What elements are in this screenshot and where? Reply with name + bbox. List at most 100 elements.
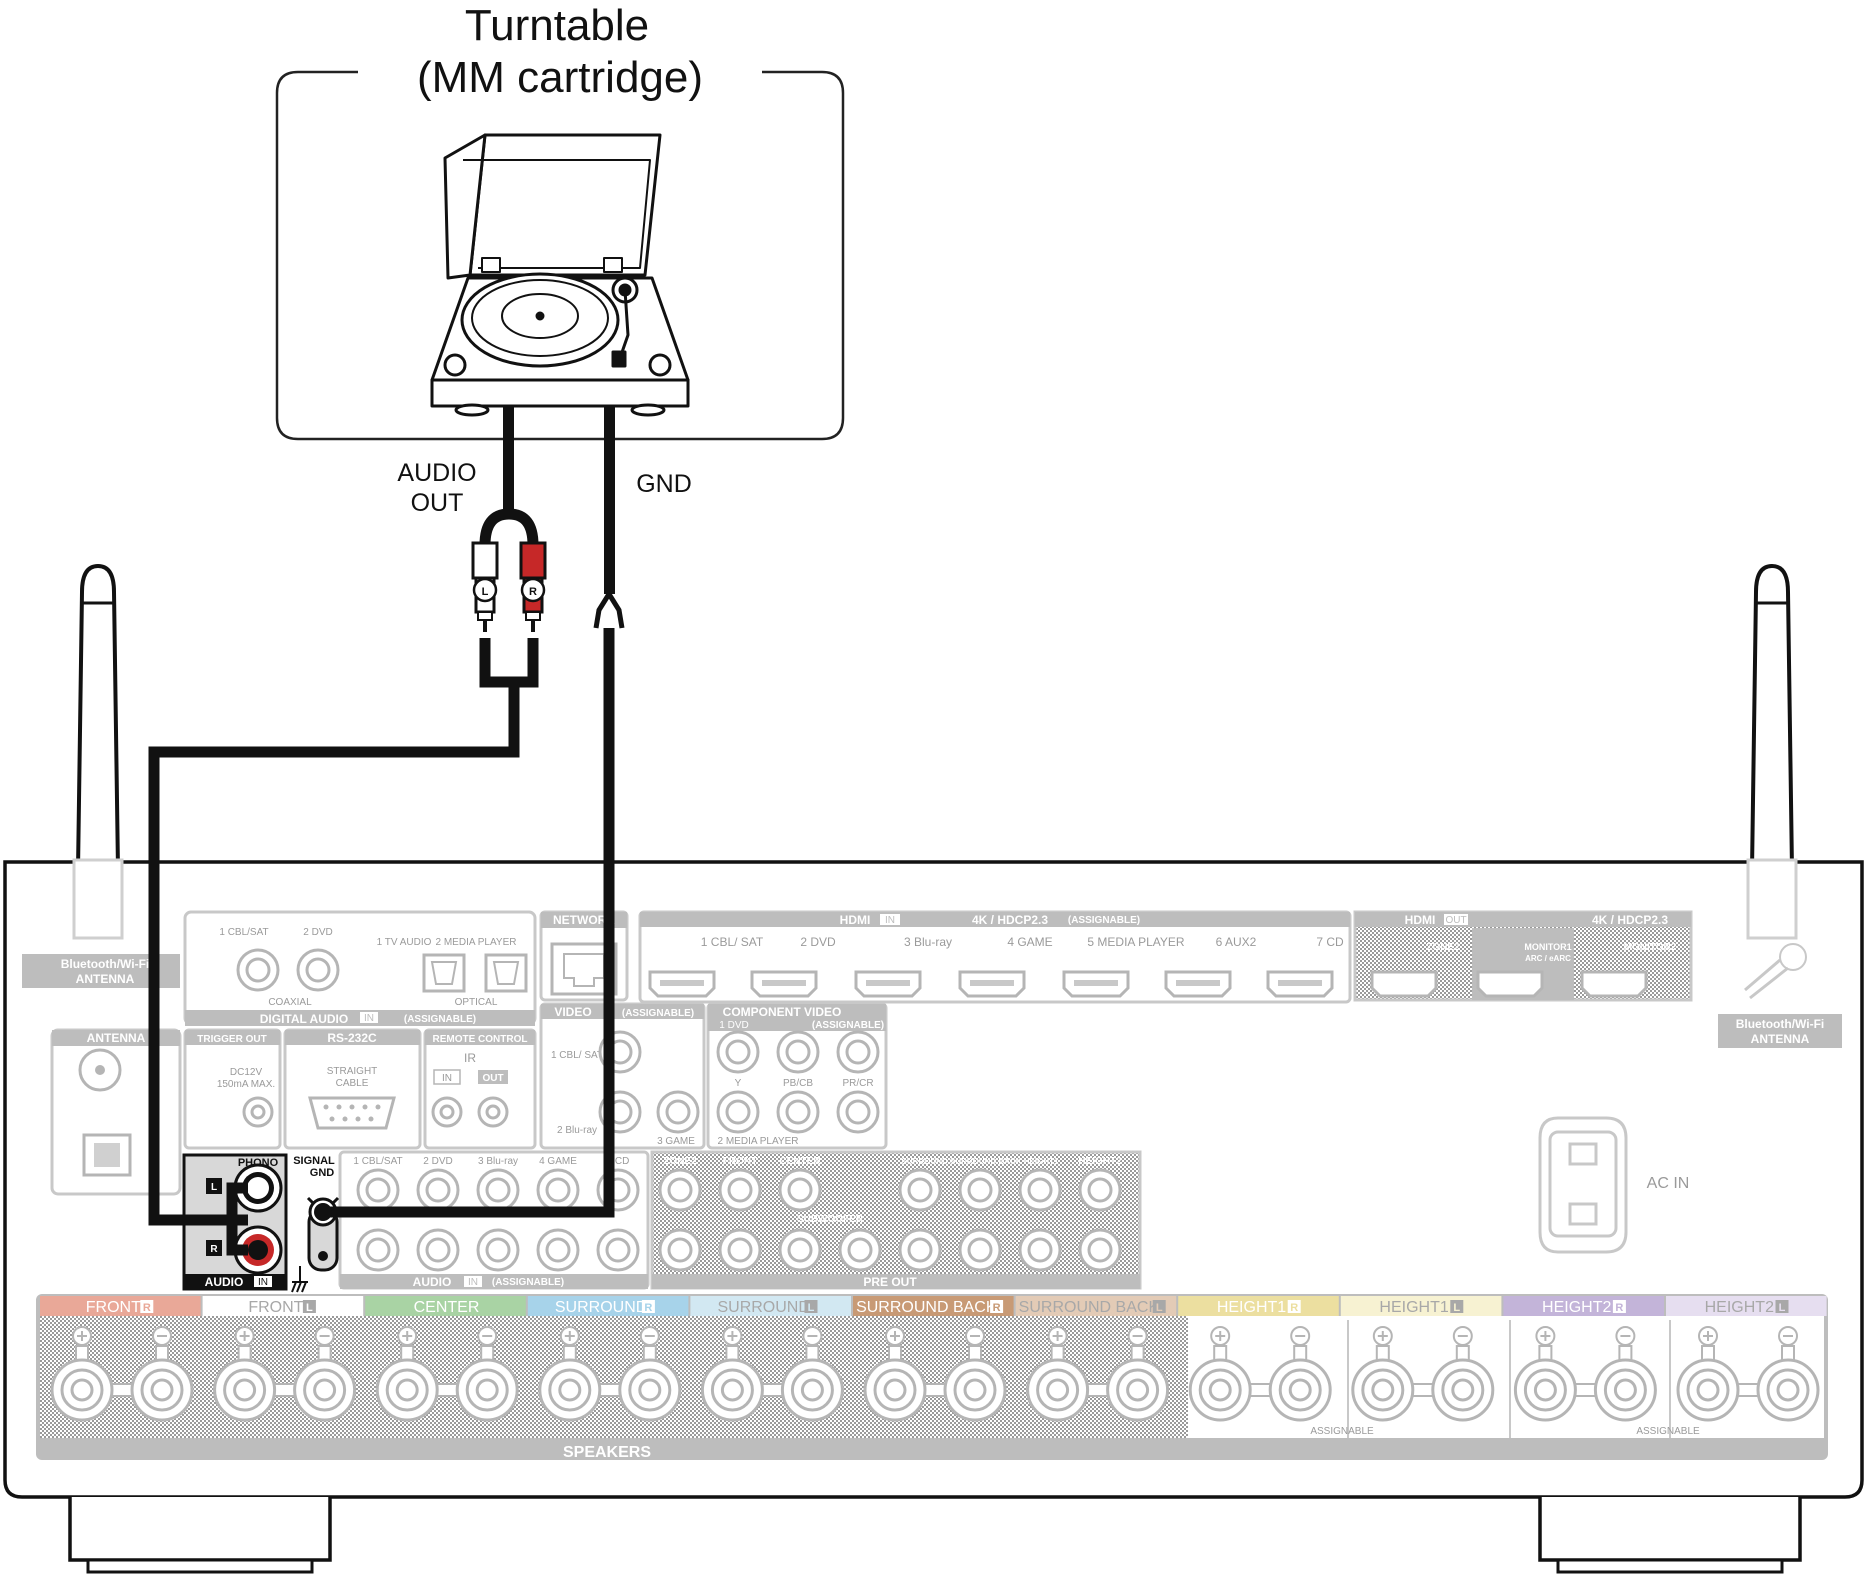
pre-out-jack-surround-l[interactable]	[898, 1168, 942, 1212]
pre-out-jack-center[interactable]	[778, 1168, 822, 1212]
speaker-terminal-pair-7[interactable]	[1026, 1326, 1170, 1422]
hdmi-out-port-monitor2[interactable]	[1580, 970, 1648, 998]
speaker-terminal-pair-8[interactable]	[1188, 1326, 1332, 1422]
hdmi-in-port-5[interactable]	[1062, 970, 1130, 998]
optical-jack-1[interactable]	[422, 953, 466, 993]
speaker-side-badge	[1152, 1300, 1166, 1313]
optical-jack-2[interactable]	[484, 953, 528, 993]
audio-in-jack-1r[interactable]	[356, 1228, 400, 1272]
hdmi-in-port-2[interactable]	[750, 970, 818, 998]
component-y-jack-1[interactable]	[716, 1030, 760, 1074]
hdmi-in-port-3[interactable]	[854, 970, 922, 998]
pre-out-jack-sb-l[interactable]	[958, 1168, 1002, 1212]
component-y-label: Y	[735, 1078, 742, 1089]
hdmi-out-port-zone2[interactable]	[1370, 970, 1438, 998]
rs232c-port[interactable]	[308, 1096, 396, 1130]
audio-in-jack-3l[interactable]	[476, 1168, 520, 1212]
pre-out-jack-height2-r[interactable]	[1078, 1228, 1122, 1272]
pre-out-jack-zone2-l[interactable]	[658, 1168, 702, 1212]
rca-y-split	[479, 508, 539, 546]
hdmi-in-port-4[interactable]	[958, 970, 1026, 998]
speaker-side-letter: L	[1779, 1302, 1786, 1314]
audio-cable-vertical	[503, 406, 514, 516]
speaker-channel-name: SURROUND	[555, 1299, 647, 1316]
pre-out-jack-front-l[interactable]	[718, 1168, 762, 1212]
video-assignable: (ASSIGNABLE)	[622, 1008, 694, 1019]
bt-antenna-right-label-2: ANTENNA	[1751, 1032, 1810, 1046]
speaker-terminal-pair-3[interactable]	[375, 1326, 519, 1422]
pre-out-jack-height1-l[interactable]	[1018, 1168, 1062, 1212]
speaker-channel-name: SURROUND	[717, 1299, 809, 1316]
pre-out-jack-sb-r[interactable]	[958, 1228, 1002, 1272]
phono-l-jack[interactable]	[233, 1163, 283, 1213]
audio-in-jack-2l[interactable]	[416, 1168, 460, 1212]
speaker-channel-name: HEIGHT1	[1379, 1299, 1448, 1316]
audio-in-jack-4l[interactable]	[536, 1168, 580, 1212]
speaker-side-badge	[641, 1300, 655, 1313]
audio-in-jack-1l[interactable]	[356, 1168, 400, 1212]
component-y-jack-2[interactable]	[716, 1090, 760, 1134]
pre-out-jack-zone2-r[interactable]	[658, 1228, 702, 1272]
speaker-terminal-pair-6[interactable]	[863, 1326, 1007, 1422]
hdmi-in-port-7[interactable]	[1266, 970, 1334, 998]
digital-audio-in-badge: IN	[364, 1013, 374, 1024]
speaker-side-badge	[1287, 1300, 1301, 1313]
component-pb-jack-2[interactable]	[776, 1090, 820, 1134]
audio-in-jack-4r[interactable]	[536, 1228, 580, 1272]
trigger-out-jack[interactable]	[242, 1096, 274, 1128]
gnd-cable	[314, 628, 615, 1221]
coaxial-jack-1[interactable]	[236, 948, 280, 992]
hdmi-in-6-label: 6 AUX2	[1216, 935, 1257, 949]
pre-out-jack-surround-r[interactable]	[898, 1228, 942, 1272]
speaker-side-letter: R	[1290, 1302, 1298, 1314]
pre-out-jack-sub-2[interactable]	[838, 1228, 882, 1272]
phono-r-jack[interactable]	[233, 1225, 283, 1275]
pre-out-jack-height2-l[interactable]	[1078, 1168, 1122, 1212]
trigger-out-label: TRIGGER OUT	[197, 1034, 266, 1045]
ac-in-socket[interactable]	[1548, 1130, 1618, 1238]
ir-in-jack[interactable]	[431, 1096, 463, 1128]
hdmi-in-port-6[interactable]	[1164, 970, 1232, 998]
component-pr-jack-2[interactable]	[836, 1090, 880, 1134]
optical-label: OPTICAL	[455, 997, 498, 1008]
audio-in-jack-5r[interactable]	[596, 1228, 640, 1272]
audio-cable	[148, 638, 539, 1256]
coaxial-jack-2[interactable]	[296, 948, 340, 992]
pre-out-jack-sub-1[interactable]	[778, 1228, 822, 1272]
am-antenna-terminal[interactable]	[82, 1133, 132, 1177]
ir-out-jack[interactable]	[477, 1096, 509, 1128]
gnd-cable-vertical	[604, 406, 615, 594]
speaker-terminal-pair-2[interactable]	[213, 1326, 357, 1422]
speaker-channel-name: FRONT	[86, 1299, 141, 1316]
fm-antenna-jack[interactable]	[78, 1048, 122, 1092]
audio-in-assignable: (ASSIGNABLE)	[492, 1277, 564, 1288]
speaker-channel-name: HEIGHT1	[1217, 1299, 1286, 1316]
hdmi-out-port-monitor1[interactable]	[1476, 970, 1544, 998]
video-in-jack-3[interactable]	[656, 1090, 700, 1134]
pre-out-jack-front-r[interactable]	[718, 1228, 762, 1272]
audio-in-jack-2r[interactable]	[416, 1228, 460, 1272]
subwoofer-label: SUBWOOFER	[797, 1214, 864, 1225]
signal-gnd-label-1: SIGNAL	[293, 1155, 335, 1167]
speaker-terminal-pair-1[interactable]	[50, 1326, 194, 1422]
phono-in-badge: IN	[258, 1277, 268, 1288]
speaker-terminal-pair-5[interactable]	[700, 1326, 844, 1422]
audio-in-jack-3r[interactable]	[476, 1228, 520, 1272]
hdmi-in-port-1[interactable]	[648, 970, 716, 998]
hdmi-out-badge: OUT	[1445, 915, 1466, 926]
hdmi-in-assignable: (ASSIGNABLE)	[1068, 915, 1140, 926]
speaker-terminal-pair-11[interactable]	[1676, 1326, 1820, 1422]
speaker-side-letter: L	[1453, 1302, 1460, 1314]
hdmi-in-label: HDMI	[840, 913, 871, 927]
component-pb-jack-1[interactable]	[776, 1030, 820, 1074]
pre-out-jack-height1-r[interactable]	[1018, 1228, 1062, 1272]
speaker-terminal-pair-10[interactable]	[1513, 1326, 1657, 1422]
speaker-terminal-pair-9[interactable]	[1351, 1326, 1495, 1422]
component-pr-jack-1[interactable]	[836, 1030, 880, 1074]
rs232c-line2: CABLE	[336, 1078, 369, 1089]
video-in-3-label: 3 GAME	[657, 1136, 695, 1147]
hdmi-out-monitor2: MONITOR2	[1624, 942, 1677, 953]
phono-audio-label: AUDIO	[205, 1275, 244, 1289]
speaker-terminal-pair-4[interactable]	[538, 1326, 682, 1422]
